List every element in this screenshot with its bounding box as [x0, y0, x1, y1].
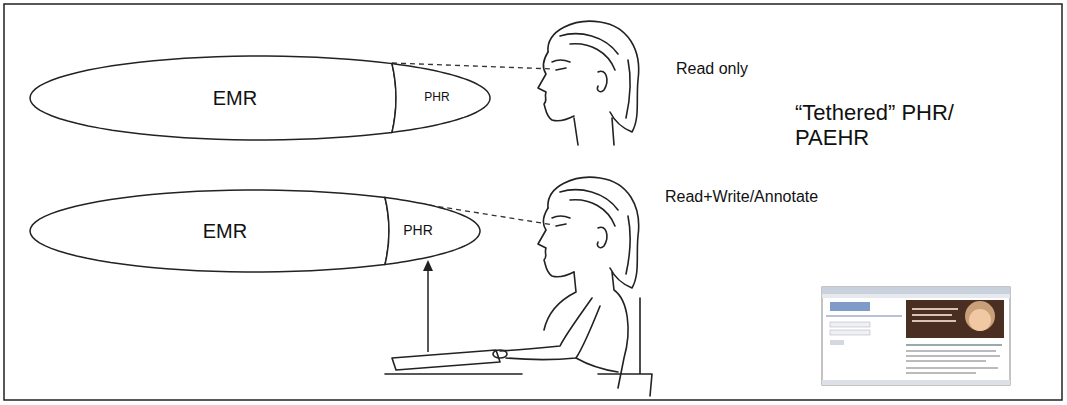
- annotation-label: Read+Write/Annotate: [665, 188, 818, 206]
- record-label: EMR: [213, 87, 257, 109]
- record-label: PHR: [403, 223, 433, 238]
- emr-record-region: EMR: [30, 56, 392, 140]
- phr-record-region: PHR: [392, 56, 490, 140]
- seated-woman: [385, 272, 652, 396]
- portal-screenshot: [822, 287, 1010, 385]
- arrow-head: [423, 260, 433, 271]
- record-label: PHR: [424, 91, 449, 104]
- emr-record-region: EMR: [30, 190, 385, 272]
- frame-border: [4, 4, 1062, 400]
- input-arrow: [427, 268, 429, 352]
- woman-neck: [574, 118, 614, 145]
- phr-record-region: PHR: [385, 190, 480, 272]
- woman-head: [538, 177, 639, 288]
- annotation-label: Read only: [676, 60, 748, 78]
- ellipse-outline: [385, 190, 492, 274]
- annotation-label: “Tethered” PHR/ PAEHR: [795, 100, 985, 151]
- record-label: EMR: [203, 220, 247, 242]
- woman-head: [538, 21, 639, 132]
